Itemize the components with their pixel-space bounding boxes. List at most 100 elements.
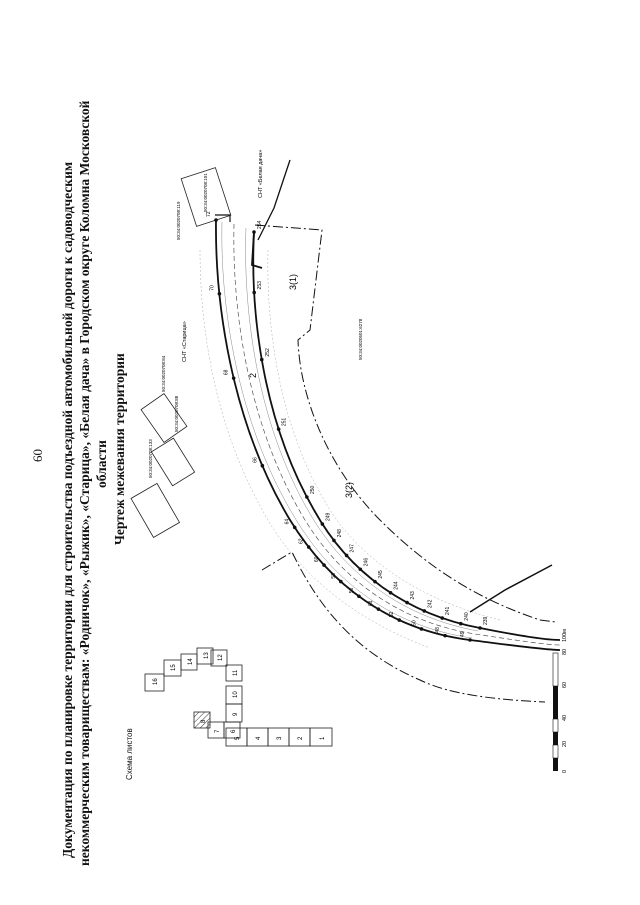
boundary-point (358, 567, 363, 572)
scale-label: 80 (562, 649, 568, 655)
parcel-number: 50:34:0020708:84 (161, 355, 166, 392)
parcel-number: 50:34:0020708:119 (176, 201, 181, 240)
point-label: 249 (325, 512, 331, 521)
sheet-number: 12 (218, 654, 224, 661)
point-label: 245 (378, 570, 384, 579)
boundary-point (373, 579, 377, 584)
top-spur (257, 159, 291, 241)
scale-label: 40 (562, 715, 568, 721)
boundary-point (388, 590, 393, 595)
point-label: 243 (410, 591, 416, 600)
point-label: 56 (349, 588, 355, 594)
sheet-number: 3 (277, 736, 283, 740)
scale-bar: 0 20 40 60 80 100м (552, 629, 568, 773)
scale-label: 0 (562, 770, 568, 773)
parcel-outline (180, 167, 232, 227)
boundary-point (397, 618, 402, 622)
boundary-point (217, 291, 222, 296)
sheet-number: 5 (235, 736, 241, 740)
sheet-number: 2 (298, 736, 304, 740)
zone-label: 2 (248, 373, 258, 378)
sheet-number: 10 (233, 691, 239, 698)
sheet-number: 9 (233, 712, 239, 716)
scale-segment (553, 686, 558, 719)
road-edge-right (245, 227, 479, 632)
point-label: 72 (206, 211, 212, 217)
scale-label: 60 (562, 682, 568, 688)
sheet-number: 4 (256, 736, 262, 740)
point-label: 251 (282, 418, 288, 427)
point-label: 58 (331, 573, 337, 579)
parcel-number: 50:34:0020708:101 (203, 173, 208, 212)
parcel-outline (140, 393, 188, 443)
parcel-number: 50:34:0020708:133 (148, 439, 153, 478)
point-label: 254 (257, 220, 263, 229)
point-label: 242 (427, 599, 433, 608)
zone-label-group: 2 3(1) 3(2) СНТ «Старица» СНТ «Белая дач… (182, 150, 354, 498)
point-label: 48 (435, 627, 441, 633)
boundary-point (405, 600, 409, 605)
sheet-number: 14 (188, 658, 194, 665)
road-corridor (199, 219, 561, 651)
boundary-point (344, 553, 349, 558)
road-inner-boundary (252, 231, 561, 641)
scale-segment (553, 732, 558, 745)
sheet-number: 16 (153, 678, 159, 685)
parcel-outline (130, 482, 181, 538)
boundary-point (419, 627, 424, 631)
scale-segment (552, 718, 559, 733)
point-label: 49 (460, 631, 466, 637)
boundary-point (332, 538, 336, 543)
point-label: 50 (411, 620, 417, 626)
sheet-10 (225, 685, 243, 705)
point-label: 62 (299, 538, 305, 544)
parcels: 50:34:0020708:101 50:34:0020708:84 50:34:0… (130, 167, 363, 538)
scale-label: 100м (562, 629, 568, 642)
boundary-point (357, 594, 361, 599)
planning-boundary (215, 159, 557, 703)
sheet-15 (163, 659, 182, 677)
sheet-number: 15 (171, 664, 177, 671)
sheet-number: 8 (201, 719, 207, 723)
point-label: 52 (389, 611, 395, 617)
boundary-point (440, 616, 445, 620)
spur-inner (251, 231, 263, 269)
boundary-point (459, 621, 463, 626)
boundary-point (320, 522, 325, 526)
point-label: 239 (483, 616, 489, 625)
point-label: 247 (350, 544, 356, 553)
scale-segment (552, 652, 559, 687)
zone-label: 3(2) (344, 482, 354, 498)
boundary-point (339, 579, 343, 584)
boundary-point (259, 357, 264, 362)
point-label: 250 (310, 485, 316, 494)
boundary-point (276, 427, 281, 431)
sheet-11 (225, 664, 243, 682)
boundary-point (376, 607, 381, 611)
point-label: 248 (337, 529, 343, 538)
road-centerline (233, 223, 561, 646)
point-label: 66 (252, 457, 258, 463)
point-label: 54 (368, 600, 374, 606)
boundary-point (468, 638, 472, 642)
point-label: 253 (257, 281, 263, 290)
snt-label: СНТ «Старица» (182, 321, 188, 362)
snt-label: СНТ «Белая дача» (258, 150, 264, 198)
point-label: 68 (224, 369, 230, 375)
scale-label: 20 (562, 741, 568, 747)
point-label: 60 (314, 556, 320, 562)
curb-line-1 (199, 249, 431, 649)
boundary-point (231, 376, 236, 380)
curb-line-2 (267, 249, 501, 621)
sheet-number: 1 (320, 736, 326, 740)
point-label: 64 (285, 519, 291, 525)
point-label: 240 (464, 612, 470, 621)
parcel-number: 50:34:0020708:88 (174, 395, 179, 432)
boundary-point (422, 609, 427, 613)
sheet-8 (193, 711, 211, 729)
parcel-outline (150, 437, 196, 487)
